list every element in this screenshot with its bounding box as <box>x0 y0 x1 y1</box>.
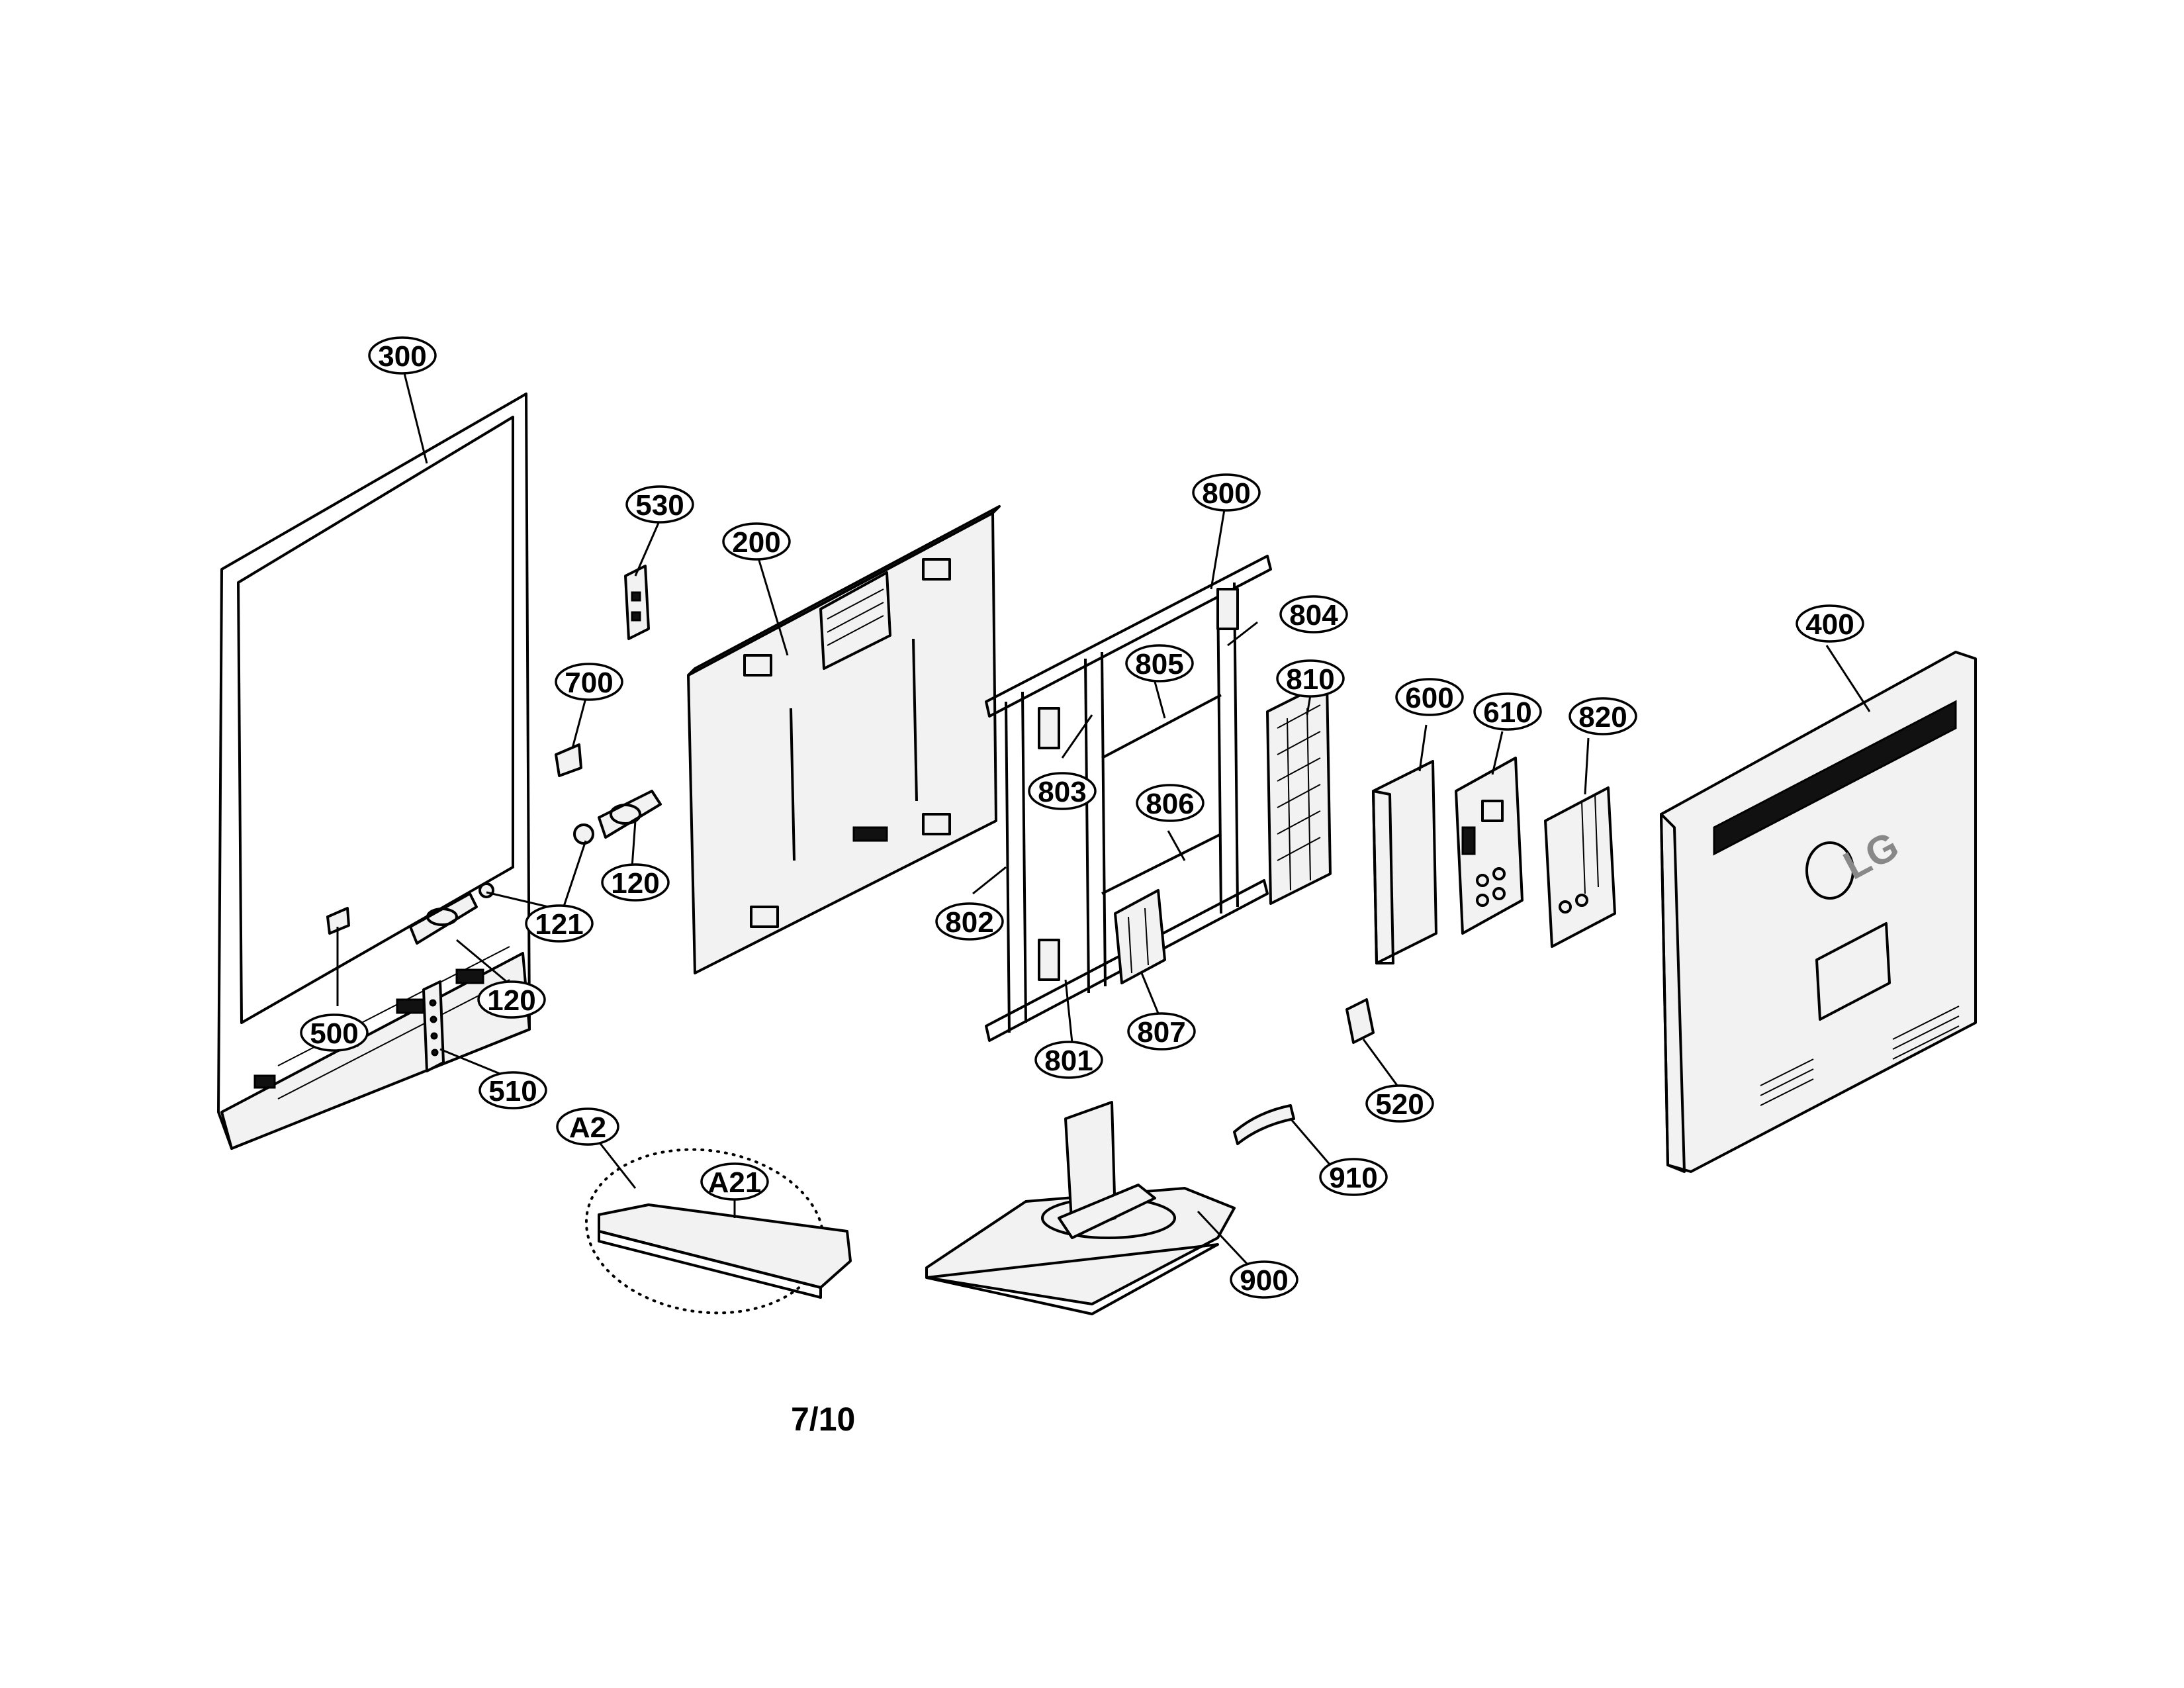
callout-120-lower: 120 <box>477 980 546 1019</box>
part-120-speaker-lower <box>409 882 494 945</box>
svg-text:807: 807 <box>1137 1016 1185 1049</box>
part-600-power-board <box>1372 760 1437 964</box>
svg-text:400: 400 <box>1805 608 1854 641</box>
part-510-key-board <box>422 980 445 1072</box>
svg-text:120: 120 <box>487 984 535 1017</box>
callout-810: 810 <box>1276 659 1345 698</box>
part-120-speaker-upper <box>598 790 662 839</box>
part-300-front-bezel <box>217 393 531 1150</box>
callout-806: 806 <box>1136 784 1205 822</box>
part-121-connector <box>573 823 594 845</box>
callout-610: 610 <box>1473 692 1542 731</box>
svg-text:820: 820 <box>1578 701 1627 733</box>
svg-text:900: 900 <box>1240 1264 1288 1297</box>
callout-700: 700 <box>555 663 623 701</box>
svg-text:805: 805 <box>1135 648 1183 680</box>
svg-text:120: 120 <box>611 867 659 900</box>
callout-A21: A21 <box>700 1162 769 1201</box>
callout-800: 800 <box>1192 473 1261 512</box>
part-900-stand-base <box>925 1101 1236 1315</box>
callout-A2: A2 <box>556 1107 619 1146</box>
callout-801: 801 <box>1034 1041 1103 1079</box>
svg-text:803: 803 <box>1038 776 1086 808</box>
callout-805: 805 <box>1125 644 1194 682</box>
svg-text:520: 520 <box>1375 1088 1424 1121</box>
part-520-switch <box>1345 998 1375 1044</box>
svg-text:300: 300 <box>378 340 426 373</box>
callout-910: 910 <box>1319 1158 1388 1196</box>
part-820-shield <box>1544 786 1616 948</box>
svg-text:A2: A2 <box>569 1111 606 1144</box>
svg-text:810: 810 <box>1286 663 1334 696</box>
part-610-main-board <box>1455 757 1524 935</box>
callout-600: 600 <box>1395 678 1464 716</box>
part-500-sensor <box>326 907 350 935</box>
callout-807: 807 <box>1127 1012 1196 1051</box>
svg-text:500: 500 <box>310 1017 358 1050</box>
svg-text:801: 801 <box>1044 1045 1093 1077</box>
svg-text:806: 806 <box>1146 788 1194 820</box>
svg-text:804: 804 <box>1289 599 1338 632</box>
callout-300: 300 <box>368 336 437 375</box>
part-800-frame <box>985 555 1272 1042</box>
svg-text:802: 802 <box>945 906 993 939</box>
callout-510: 510 <box>478 1071 547 1109</box>
callout-530: 530 <box>625 485 694 524</box>
svg-text:530: 530 <box>635 489 684 522</box>
callout-500: 500 <box>300 1013 369 1052</box>
part-810-shield <box>1266 680 1332 905</box>
leader-lines <box>336 370 1871 1266</box>
callout-804: 804 <box>1279 595 1348 633</box>
callout-400: 400 <box>1796 604 1864 643</box>
callout-802: 802 <box>935 902 1004 941</box>
svg-text:600: 600 <box>1405 682 1453 714</box>
callout-520: 520 <box>1365 1084 1434 1123</box>
callout-120-upper: 120 <box>601 863 670 902</box>
svg-text:910: 910 <box>1329 1162 1377 1194</box>
part-200-display-panel <box>687 505 1001 974</box>
svg-text:200: 200 <box>732 526 780 559</box>
callout-200: 200 <box>722 522 791 561</box>
callout-900: 900 <box>1230 1260 1298 1299</box>
svg-text:700: 700 <box>565 667 613 699</box>
part-807-bracket <box>1114 889 1166 984</box>
callout-820: 820 <box>1569 697 1637 735</box>
page-number: 7/10 <box>791 1401 856 1438</box>
part-530-bracket <box>624 565 650 640</box>
part-700-clip <box>555 743 582 777</box>
svg-text:800: 800 <box>1202 477 1250 510</box>
part-400-back-cover: LG <box>1660 651 1977 1173</box>
part-A2-stand-cover <box>584 1148 852 1315</box>
svg-text:A21: A21 <box>708 1166 762 1199</box>
callout-121: 121 <box>525 904 594 943</box>
svg-text:510: 510 <box>488 1075 537 1107</box>
callout-803: 803 <box>1028 772 1097 810</box>
part-910-stand-cover <box>1233 1104 1295 1145</box>
svg-text:121: 121 <box>535 908 583 941</box>
svg-text:610: 610 <box>1483 696 1531 729</box>
